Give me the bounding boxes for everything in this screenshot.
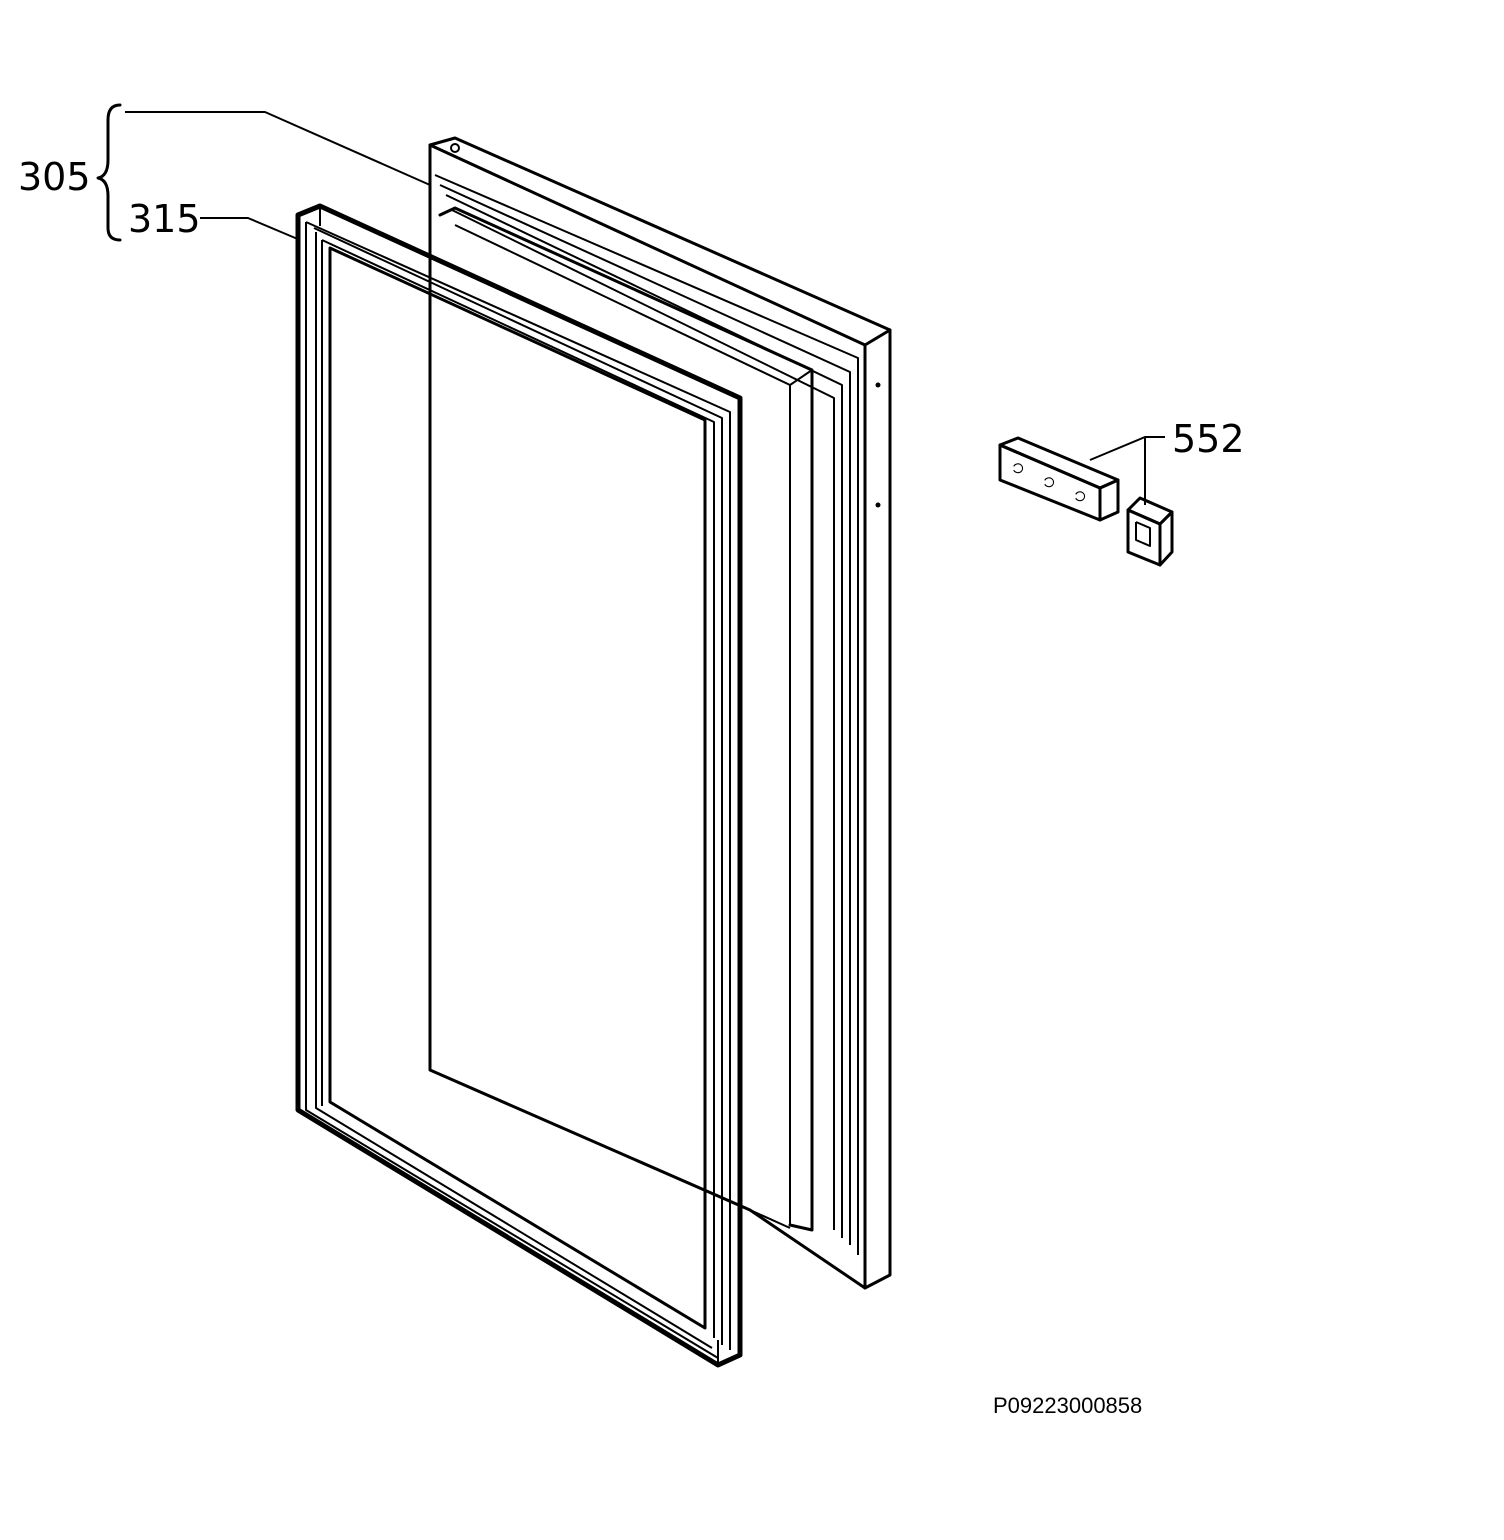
svg-text:၁: ၁ [1074,481,1086,506]
callout-brace [96,103,122,242]
door-gasket [295,203,743,1368]
svg-text:၁: ၁ [1012,453,1024,478]
callout-305: 305 [18,155,91,199]
leader-lines [96,103,1165,505]
hinge-bracket: ၁ ၁ ၁ [998,436,1174,567]
door-panel [428,136,892,1290]
callout-552: 552 [1172,417,1245,461]
svg-text:၁: ၁ [1043,467,1055,492]
callout-315: 315 [128,197,201,241]
reference-code: P09223000858 [993,1393,1142,1418]
